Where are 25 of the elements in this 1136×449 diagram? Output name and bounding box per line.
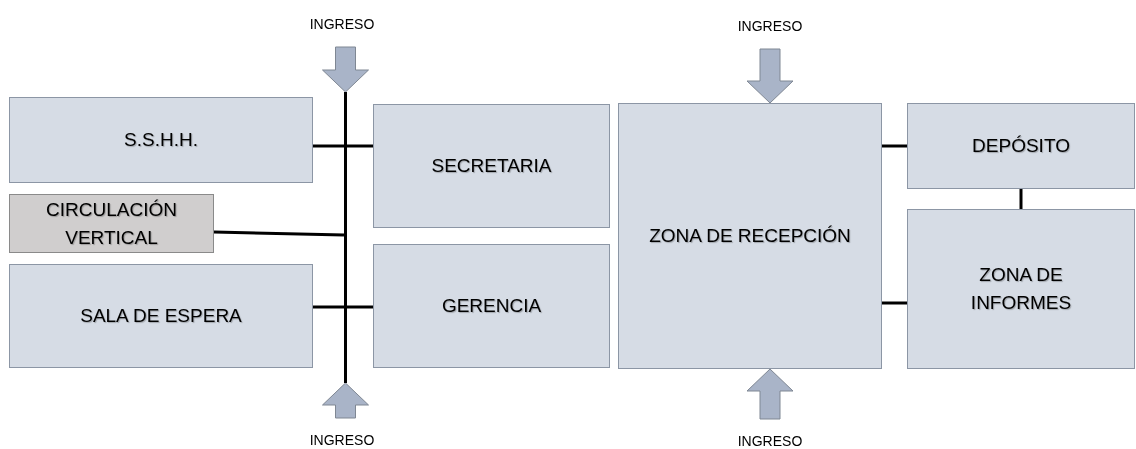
room-box: S.S.H.H. bbox=[9, 97, 313, 183]
connector-line bbox=[313, 144, 344, 148]
connector-line bbox=[882, 301, 907, 305]
room-box: GERENCIA bbox=[373, 244, 610, 368]
connector-line bbox=[213, 230, 345, 237]
room-box: ZONA DE RECEPCIÓN bbox=[618, 103, 882, 369]
room-box: ZONA DE INFORMES bbox=[907, 209, 1135, 369]
connector-line bbox=[347, 144, 373, 148]
room-box: CIRCULACIÓN VERTICAL bbox=[9, 194, 214, 253]
circulation-line bbox=[344, 92, 347, 383]
entrance-label: INGRESO bbox=[292, 13, 392, 35]
connector-line bbox=[882, 144, 907, 148]
room-box: SALA DE ESPERA bbox=[9, 264, 313, 368]
entrance-arrow bbox=[746, 368, 794, 420]
room-box: DEPÓSITO bbox=[907, 103, 1135, 189]
entrance-label: INGRESO bbox=[720, 431, 820, 449]
entrance-arrow bbox=[322, 46, 369, 93]
connector-line bbox=[313, 305, 344, 309]
connector-line bbox=[347, 305, 373, 309]
entrance-label: INGRESO bbox=[292, 430, 392, 449]
room-box: SECRETARIA bbox=[373, 104, 610, 228]
entrance-arrow bbox=[746, 48, 794, 104]
entrance-arrow bbox=[322, 382, 369, 419]
connector-line bbox=[1019, 189, 1023, 209]
entrance-label: INGRESO bbox=[720, 15, 820, 37]
